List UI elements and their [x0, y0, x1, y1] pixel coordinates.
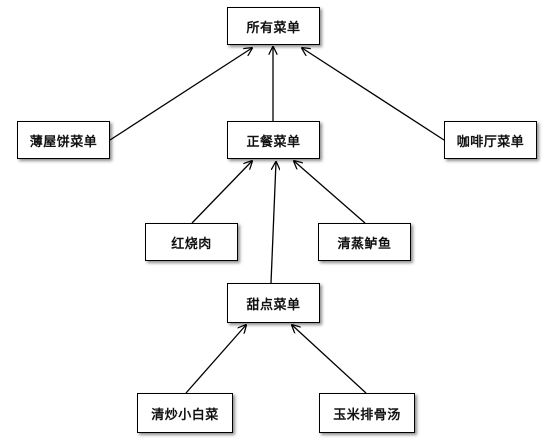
- node-corn-rib-soup: 玉米排骨汤: [319, 393, 415, 433]
- node-label: 正餐菜单: [246, 134, 301, 150]
- node-label: 甜点菜单: [246, 297, 301, 313]
- node-label: 清炒小白菜: [151, 407, 219, 423]
- node-label: 薄屋饼菜单: [29, 134, 98, 150]
- node-steamed-bass: 清蒸鲈鱼: [318, 223, 411, 261]
- node-cafe-menu: 咖啡厅菜单: [444, 121, 537, 159]
- edge-cafe-to-all: [302, 48, 445, 141]
- node-braised-pork: 红烧肉: [145, 223, 238, 261]
- edge-cabbage-to-dessert: [185, 325, 246, 394]
- node-label: 所有菜单: [246, 20, 301, 36]
- node-dessert-menu: 甜点菜单: [227, 283, 320, 323]
- node-main-menu: 正餐菜单: [227, 121, 320, 159]
- node-all-menus: 所有菜单: [227, 7, 320, 45]
- node-label: 清蒸鲈鱼: [337, 236, 392, 252]
- edge-soup-to-dessert: [292, 325, 367, 394]
- edge-dessert-to-main: [270, 162, 276, 284]
- edge-fish-to-main: [294, 161, 366, 224]
- node-stir-fried-cabbage: 清炒小白菜: [137, 393, 233, 433]
- edge-pancake-to-all: [109, 48, 252, 141]
- edge-pork-to-main: [191, 161, 252, 224]
- node-label: 咖啡厅菜单: [456, 134, 525, 150]
- node-label: 红烧肉: [171, 236, 212, 252]
- node-label: 玉米排骨汤: [333, 407, 401, 423]
- node-pancake-menu: 薄屋饼菜单: [17, 121, 110, 159]
